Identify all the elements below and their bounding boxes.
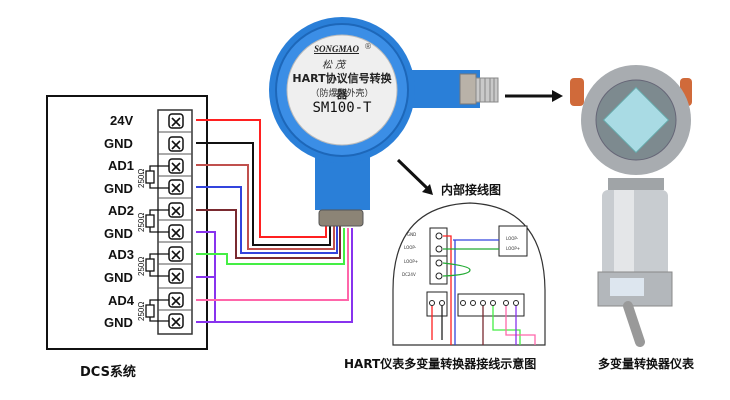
svg-text:250Ω: 250Ω [137, 169, 146, 188]
svg-text:250Ω: 250Ω [137, 257, 146, 276]
terminal-label-ad4: AD4 [108, 293, 135, 308]
resistors [145, 165, 169, 322]
loop-plus-label: LOOP+ [506, 246, 521, 251]
terminal-label-ad2: AD2 [108, 203, 135, 218]
transmitter-image [570, 65, 692, 347]
svg-text:250Ω: 250Ω [137, 302, 146, 321]
transmitter-caption: 多变量转换器仪表 [598, 357, 695, 371]
internal-terminal-loop-minus: LOOP- [404, 245, 417, 250]
terminal-label-gnd: GND [104, 270, 133, 285]
converter-housing [269, 17, 499, 227]
terminal-label-gnd: GND [104, 136, 133, 151]
dcs-caption: DCS系统 [80, 365, 136, 380]
svg-text:250Ω: 250Ω [137, 213, 146, 232]
registered-mark: ® [364, 42, 372, 51]
converter-subtitle: （防爆型外壳） [310, 89, 374, 99]
internal-caption: HART仪表多变量转换器接线示意图 [344, 357, 537, 371]
terminal-label-24v: 24V [110, 113, 134, 128]
converter-title: HART协议信号转换器 [292, 72, 392, 101]
brand-logo: SONGMAO [314, 44, 360, 54]
internal-diagram [392, 202, 546, 346]
terminal-label-gnd: GND [104, 181, 133, 196]
terminal-label-gnd: GND [104, 226, 133, 241]
terminal-label-gnd: GND [104, 315, 133, 330]
internal-terminal-gnd: GND [407, 232, 417, 237]
internal-terminal-dc24v: DC24V [402, 272, 416, 277]
terminal-label-ad1: AD1 [108, 158, 135, 173]
internal-diagram-title: 内部接线图 [441, 183, 502, 197]
terminal-label-ad3: AD3 [108, 247, 135, 262]
internal-terminal-loop-plus: LOOP+ [404, 259, 419, 264]
converter-model: SM100-T [312, 100, 372, 116]
brand-cn: 松 茂 [322, 60, 346, 71]
loop-minus-label: LOOP- [506, 236, 519, 241]
